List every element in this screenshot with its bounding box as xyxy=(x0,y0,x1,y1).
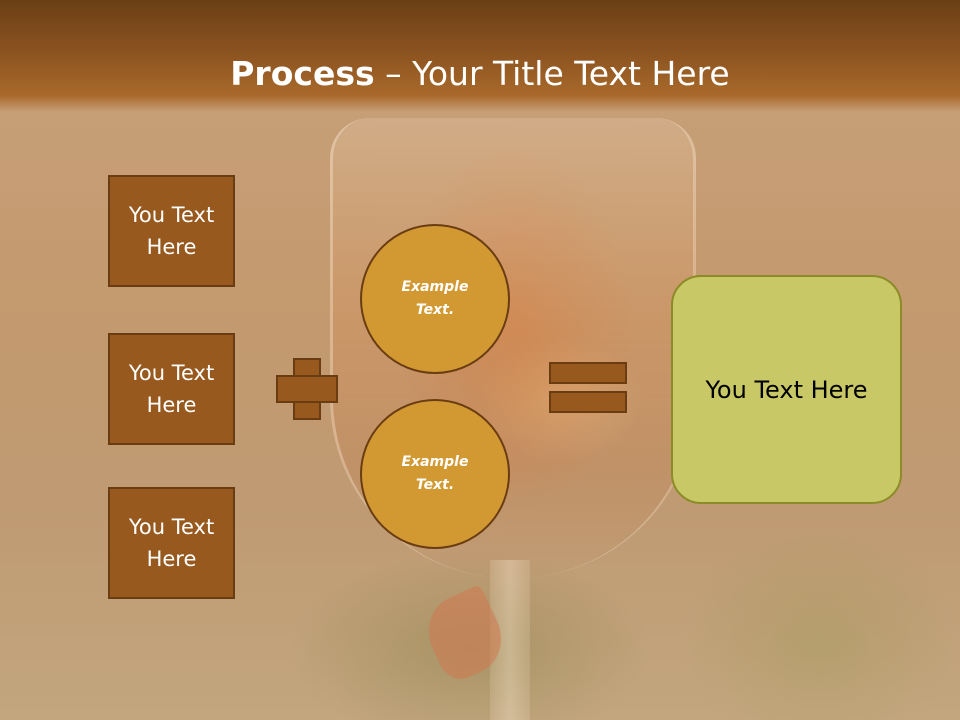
title-rest: – Your Title Text Here xyxy=(374,54,730,93)
circle-label: Example Text. xyxy=(401,454,469,493)
result-box[interactable]: You Text Here xyxy=(671,275,902,504)
input-box-1[interactable]: You Text Here xyxy=(108,175,235,287)
result-label: You Text Here xyxy=(705,375,868,404)
circle-label: Example Text. xyxy=(401,279,469,318)
example-circle-1[interactable]: Example Text. xyxy=(360,224,510,374)
example-circle-2[interactable]: Example Text. xyxy=(360,399,510,549)
slide-title[interactable]: Process – Your Title Text Here xyxy=(0,52,960,96)
input-box-label: You Text Here xyxy=(128,515,215,571)
input-box-3[interactable]: You Text Here xyxy=(108,487,235,599)
input-box-label: You Text Here xyxy=(128,361,215,417)
title-bar xyxy=(0,0,960,112)
input-box-label: You Text Here xyxy=(128,203,215,259)
input-box-2[interactable]: You Text Here xyxy=(108,333,235,445)
title-bold: Process xyxy=(230,54,375,93)
